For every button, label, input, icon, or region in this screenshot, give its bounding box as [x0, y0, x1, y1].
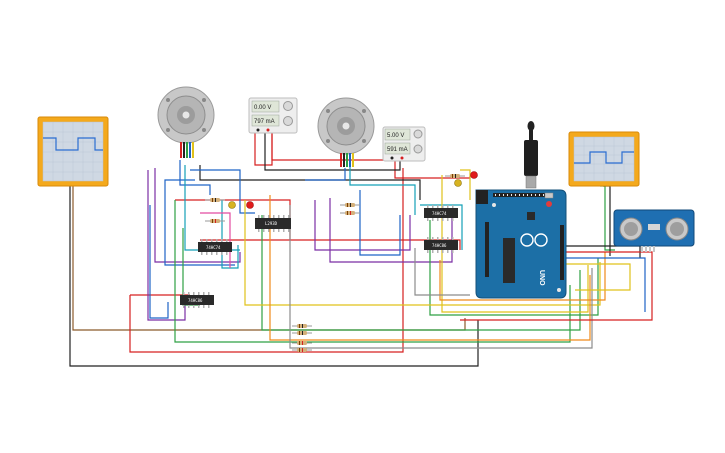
- dc-motor-2[interactable]: [317, 97, 375, 167]
- chip-label: L293D: [265, 221, 278, 226]
- power-supply-2[interactable]: 5.00 V 591 mA: [382, 126, 426, 162]
- resistor[interactable]: [292, 341, 312, 345]
- ultrasonic-sensor[interactable]: [613, 209, 695, 252]
- power-supply-1[interactable]: 0.00 V 797 mA: [248, 97, 298, 134]
- led-red[interactable]: [246, 201, 254, 209]
- ic-74hc86-bottom[interactable]: 74HC86: [180, 292, 214, 308]
- positive-terminal[interactable]: [266, 128, 270, 132]
- wire[interactable]: [460, 251, 653, 321]
- supply-current-readout: 797 mA: [254, 119, 275, 125]
- leds: [228, 171, 478, 209]
- square-wave-trace: [43, 137, 103, 151]
- usb-cable-end: [527, 121, 535, 131]
- wires-layer: [69, 132, 653, 367]
- wire[interactable]: [244, 200, 601, 306]
- usb-port: [525, 175, 537, 189]
- oscilloscope-right[interactable]: [568, 131, 640, 187]
- crystal: [648, 224, 660, 230]
- negative-terminal[interactable]: [256, 128, 260, 132]
- chip-label: 74HC74: [206, 245, 221, 250]
- usb-plug: [524, 140, 538, 176]
- supply-voltage-readout: 5.00 V: [387, 133, 404, 139]
- chip-label: 74HC86: [188, 298, 203, 303]
- mounting-hole: [492, 203, 496, 207]
- led-yellow[interactable]: [228, 201, 236, 209]
- wire[interactable]: [69, 186, 479, 367]
- led-red[interactable]: [470, 171, 478, 179]
- square-wave-trace: [574, 151, 634, 164]
- transmitter-icon: [624, 222, 638, 236]
- ic-74hc86-right[interactable]: 74HC86: [424, 237, 458, 253]
- resistor[interactable]: [340, 211, 360, 215]
- mounting-hole: [557, 288, 561, 292]
- led-yellow[interactable]: [454, 179, 462, 187]
- usb-chip: [527, 212, 535, 220]
- resistor[interactable]: [340, 203, 360, 207]
- resistor[interactable]: [292, 331, 312, 335]
- motor-wires: [340, 153, 354, 167]
- ic-74hc74-right[interactable]: 74HC74: [424, 205, 458, 221]
- power-jack: [476, 190, 488, 204]
- voltage-knob[interactable]: [283, 101, 293, 111]
- ic-74hc74-left[interactable]: 74HC74: [198, 239, 232, 255]
- resistor[interactable]: [292, 348, 312, 352]
- wire[interactable]: [72, 186, 466, 331]
- wire[interactable]: [129, 168, 404, 353]
- resistor[interactable]: [445, 174, 465, 178]
- arduino-uno[interactable]: UNO: [475, 121, 567, 299]
- negative-terminal[interactable]: [390, 156, 394, 160]
- resistor[interactable]: [205, 198, 225, 202]
- motor-wires: [180, 142, 194, 158]
- supply-voltage-readout: 0.00 V: [254, 105, 271, 111]
- power-analog-header[interactable]: [485, 222, 489, 277]
- oscilloscope-left[interactable]: [37, 116, 109, 187]
- atmega-chip: [503, 238, 515, 283]
- voltage-knob[interactable]: [413, 129, 423, 139]
- ic-l293d[interactable]: L293D: [255, 215, 291, 232]
- resistors: [205, 174, 465, 352]
- positive-terminal[interactable]: [400, 156, 404, 160]
- supply-current-readout: 591 mA: [387, 147, 408, 153]
- chip-label: 74HC86: [432, 243, 447, 248]
- receiver-icon: [670, 222, 684, 236]
- current-knob[interactable]: [413, 144, 423, 154]
- current-knob[interactable]: [283, 116, 293, 126]
- dc-motor-1[interactable]: [157, 86, 215, 158]
- reset-indicator: [546, 201, 552, 207]
- arduino-logo: [520, 233, 548, 247]
- reset-button[interactable]: [544, 192, 554, 199]
- resistor[interactable]: [205, 219, 225, 223]
- resistor[interactable]: [292, 324, 312, 328]
- board-model-label: UNO: [538, 270, 545, 286]
- chip-label: 74HC74: [432, 211, 447, 216]
- digital-header-side[interactable]: [560, 225, 564, 280]
- wire[interactable]: [174, 200, 571, 343]
